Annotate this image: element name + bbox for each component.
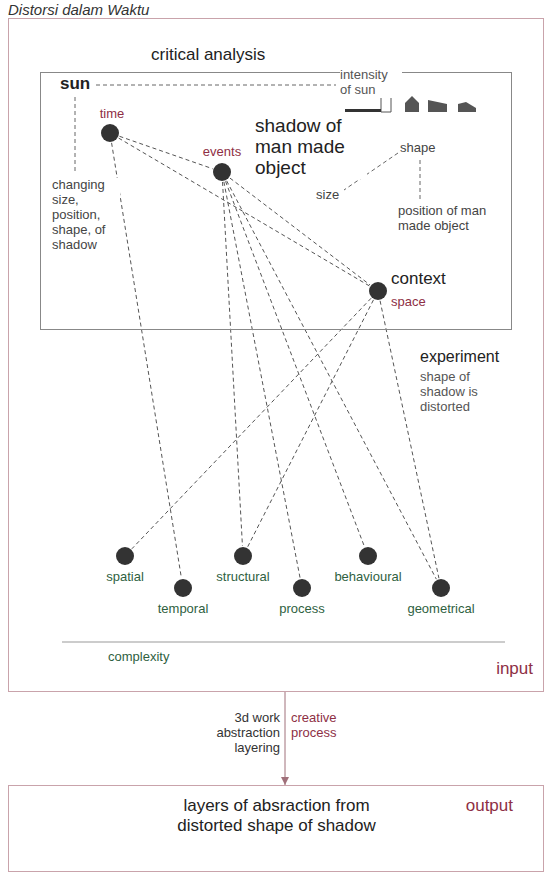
node-label: layers of absraction from distorted shap…: [159, 796, 394, 835]
annotation-label: shape: [400, 141, 435, 156]
annotation-label: changing size, position, shape, of shado…: [52, 178, 120, 253]
node-label: events: [203, 145, 241, 160]
dashed-link: [132, 298, 371, 549]
shadow-shape: [428, 100, 447, 112]
annotation-label: sun: [60, 74, 90, 94]
sun-leader: [75, 97, 76, 173]
node-label: behavioural: [334, 570, 401, 585]
region-box: layers of absraction from distorted shap…: [8, 785, 544, 872]
concept-dot: behavioural: [359, 547, 377, 565]
shadow-shape: [458, 102, 476, 112]
node-label: geometrical: [407, 602, 474, 617]
annotation-label: experiment: [420, 348, 499, 366]
shadow-shape: [405, 96, 419, 112]
dashed-link: [227, 181, 437, 579]
dashed-link: [248, 300, 374, 547]
divider-line: [62, 642, 505, 643]
diagram-title: Distorsi dalam Waktu: [8, 1, 149, 18]
node-label: spatial: [106, 570, 144, 585]
annotation-label: complexity: [108, 650, 169, 665]
shape-leader: [420, 160, 421, 201]
sun-leader: [96, 85, 336, 86]
annotation-label: 3d work abstraction layering: [196, 711, 280, 756]
node-label: process: [279, 602, 325, 617]
edge-label: creative process: [291, 711, 371, 741]
annotation-label: intensity of sun: [340, 68, 402, 98]
dashed-link: [119, 136, 212, 168]
node-label: input: [496, 659, 533, 679]
dashed-link: [230, 178, 370, 285]
node-label: structural: [216, 570, 269, 585]
concept-dot: time: [101, 124, 119, 142]
dashed-link: [380, 301, 439, 578]
concept-dot: spatial: [116, 547, 134, 565]
concept-dot: temporal: [174, 579, 192, 597]
node-sublabel: output: [466, 796, 513, 816]
annotation-label: size: [316, 188, 339, 203]
annotation-label: shape of shadow is distorted: [420, 370, 492, 415]
dashed-link: [226, 181, 365, 546]
node-label: critical analysis: [151, 45, 265, 65]
concept-dot: structural: [234, 547, 252, 565]
flow-arrow: [285, 692, 286, 785]
concept-dot: geometrical: [432, 579, 450, 597]
annotation-label: position of man made object: [398, 204, 498, 234]
dashed-link: [112, 143, 182, 578]
dashed-link: [223, 182, 243, 546]
node-label: time: [100, 107, 125, 122]
node-label: temporal: [158, 602, 209, 617]
concept-dot: events: [213, 163, 231, 181]
concept-dot: process: [293, 579, 311, 597]
node-sublabel: space: [391, 295, 426, 310]
node-label: context: [391, 269, 446, 289]
annotation-label: shadow of man made object: [255, 116, 367, 179]
concept-dot: contextspace: [369, 282, 387, 300]
shadow-symbol: [345, 109, 381, 112]
